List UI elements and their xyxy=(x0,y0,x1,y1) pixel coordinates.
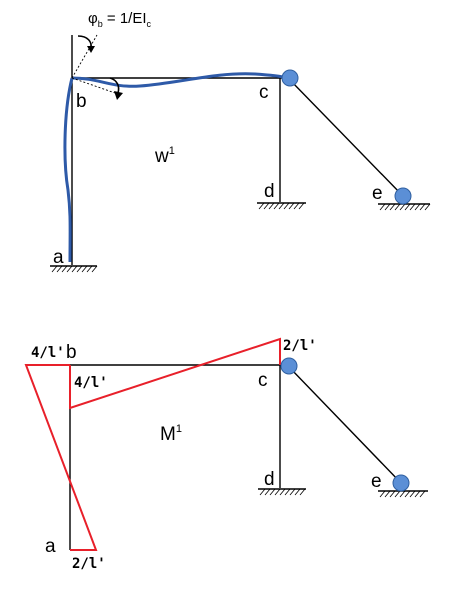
moment-diagram-column xyxy=(24,364,98,551)
member-ce xyxy=(289,79,404,197)
node-label-d-top: d xyxy=(264,181,275,202)
node-label-a-top: a xyxy=(53,247,64,268)
node-label-a-bottom: a xyxy=(45,536,56,557)
top-frame-diagram: φb = 1/EIc b c d e a w1 xyxy=(50,10,431,273)
hinge-c-bottom xyxy=(280,357,298,375)
node-label-c-bottom: c xyxy=(258,370,268,391)
node-label-b-bottom: b xyxy=(66,342,77,363)
rotation-arrowhead-bottom xyxy=(114,91,123,100)
node-label-d-bottom: d xyxy=(264,469,275,490)
node-label-e-bottom: e xyxy=(371,471,382,492)
hinge-e-bottom xyxy=(392,474,410,492)
support-e xyxy=(378,203,431,211)
rotation-arrowhead-top xyxy=(87,46,95,53)
node-label-b-top: b xyxy=(76,91,87,112)
moment-diagram-beam xyxy=(69,337,281,410)
member-ce-bottom xyxy=(289,367,402,484)
bottom-diagram-title: M1 xyxy=(160,423,182,445)
support-e-bottom xyxy=(378,490,428,498)
hinge-e xyxy=(394,187,412,205)
node-label-e-top: e xyxy=(372,183,383,204)
support-d xyxy=(257,202,306,210)
deflected-shape-beam xyxy=(71,72,289,88)
node-label-c-top: c xyxy=(259,82,269,103)
rotation-indicator-b xyxy=(71,34,123,100)
top-diagram-title: w1 xyxy=(154,145,175,167)
rotation-equation: φb = 1/EIc xyxy=(88,10,152,29)
hinge-c xyxy=(281,69,299,87)
moment-label-b-outer: 4/l' xyxy=(31,345,65,361)
moment-label-c-top: 2/l' xyxy=(283,338,317,354)
support-a xyxy=(50,265,98,273)
rotation-arrow-bottom xyxy=(109,77,120,94)
deflected-shape-column xyxy=(63,77,74,263)
bottom-frame-diagram: 4/l' 4/l' 2/l' 2/l' b c d e a M1 xyxy=(24,337,428,572)
moment-label-a-bottom: 2/l' xyxy=(72,556,106,572)
support-d-bottom xyxy=(258,488,306,496)
moment-label-b-inner: 4/l' xyxy=(74,375,108,391)
